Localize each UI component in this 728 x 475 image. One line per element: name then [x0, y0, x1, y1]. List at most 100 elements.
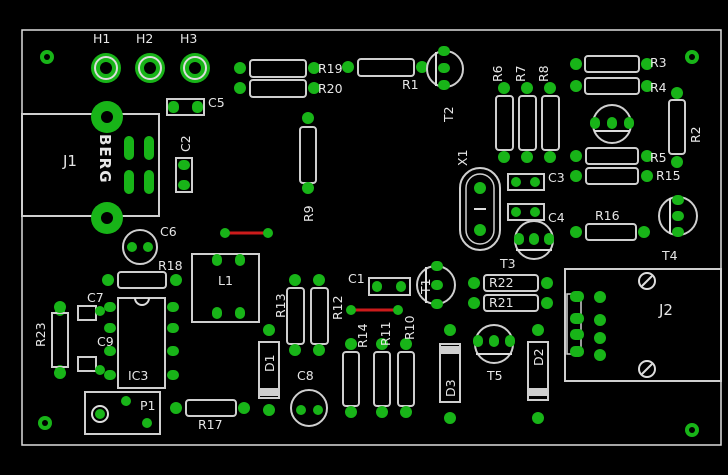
mounting-holes [38, 50, 699, 437]
component-d2: D2 [527, 324, 549, 424]
component-c1: C1 [348, 271, 411, 296]
label-h3: H3 [180, 31, 197, 46]
component-r12: R12 [310, 274, 345, 356]
component-r7: R7 [513, 65, 537, 163]
component-r4: R4 [570, 77, 667, 95]
component-t4: T4 [658, 195, 698, 263]
label-t3: T3 [499, 256, 516, 271]
component-t5: T5 [473, 324, 515, 383]
label-x1: X1 [455, 149, 470, 166]
label-c7: C7 [87, 290, 104, 305]
component-r20: R20 [234, 79, 343, 98]
label-d1: D1 [262, 354, 277, 372]
component-r3: R3 [570, 55, 667, 73]
label-r12: R12 [330, 295, 345, 320]
label-d3: D3 [443, 379, 458, 397]
label-h2: H2 [136, 31, 153, 46]
component-r6: R6 [490, 65, 514, 163]
label-c5: C5 [208, 95, 225, 110]
label-r15: R15 [656, 168, 681, 183]
component-x1: X1 [455, 149, 501, 251]
label-r9: R9 [301, 205, 316, 222]
label-r22: R22 [489, 275, 514, 290]
label-r5: R5 [650, 150, 667, 165]
label-l1: L1 [218, 273, 233, 288]
label-r17: R17 [198, 417, 223, 432]
label-t4: T4 [661, 248, 678, 263]
component-r18: R18 [102, 258, 183, 289]
label-r1: R1 [402, 77, 419, 92]
label-c3: C3 [548, 170, 565, 185]
label-t1: T1 [418, 278, 433, 295]
label-r8: R8 [536, 65, 551, 82]
label-c8: C8 [297, 368, 314, 383]
label-r21: R21 [489, 295, 514, 310]
label-d2: D2 [531, 348, 546, 366]
component-r13: R13 [273, 274, 305, 356]
component-r11: R11 [373, 321, 393, 418]
component-r9: R9 [299, 112, 317, 222]
label-r4: R4 [650, 80, 667, 95]
component-r5: R5 [570, 147, 667, 165]
via [263, 228, 273, 238]
label-r16: R16 [595, 208, 620, 223]
label-r2: R2 [688, 126, 703, 143]
label-c2: C2 [178, 135, 193, 152]
component-r22: R22 [468, 274, 553, 292]
via [346, 305, 356, 315]
component-c4: C4 [507, 203, 565, 225]
component-ic3: IC3 [104, 297, 179, 389]
component-r19: R19 [234, 59, 343, 78]
component-r16: R16 [570, 208, 650, 241]
label-r11: R11 [378, 321, 393, 346]
component-t3: T3 [499, 220, 554, 271]
component-transistor [590, 104, 634, 144]
label-h1: H1 [93, 31, 110, 46]
label-r7: R7 [513, 65, 528, 82]
component-d1: D1 [258, 324, 280, 416]
component-c5: C5 [166, 95, 225, 116]
label-t5: T5 [486, 368, 503, 383]
label-r18: R18 [158, 258, 183, 273]
component-r15: R15 [570, 167, 681, 185]
label-r3: R3 [650, 55, 667, 70]
component-r23: R23 [33, 301, 69, 379]
label-c9: C9 [97, 334, 114, 349]
component-j1: J1 BERG [21, 101, 160, 234]
label-r23: R23 [33, 322, 48, 347]
label-r19: R19 [318, 61, 343, 76]
label-j1: J1 [62, 152, 77, 170]
component-r8: R8 [536, 65, 560, 163]
component-h2: H2 [135, 31, 165, 83]
component-r2: R2 [668, 87, 703, 168]
label-c6: C6 [160, 224, 177, 239]
label-j2: J2 [658, 301, 673, 319]
component-c6: C6 [122, 224, 177, 265]
label-berg: BERG [96, 134, 114, 184]
component-d3: D3 [439, 324, 461, 424]
component-p1: P1 [84, 391, 161, 435]
label-c1: C1 [348, 271, 365, 286]
component-c2: C2 [175, 135, 193, 193]
component-r21: R21 [468, 294, 553, 312]
label-p1: P1 [140, 398, 156, 413]
component-r10: R10 [397, 315, 417, 418]
via [393, 305, 403, 315]
label-t2: T2 [441, 106, 456, 123]
component-t2: T2 [426, 46, 464, 123]
component-r14: R14 [342, 323, 370, 418]
label-r13: R13 [273, 293, 288, 318]
label-ic3: IC3 [128, 368, 148, 383]
component-r17: R17 [170, 399, 250, 432]
board-outline [21, 29, 722, 446]
label-c4: C4 [548, 210, 565, 225]
component-l1: L1 [191, 253, 260, 323]
component-c8: C8 [290, 368, 328, 427]
label-r14: R14 [355, 323, 370, 348]
label-r10: R10 [402, 315, 417, 340]
component-c3: C3 [507, 170, 565, 191]
label-r20: R20 [318, 81, 343, 96]
component-r1: R1 [342, 58, 428, 92]
component-t1: T1 [416, 261, 456, 309]
